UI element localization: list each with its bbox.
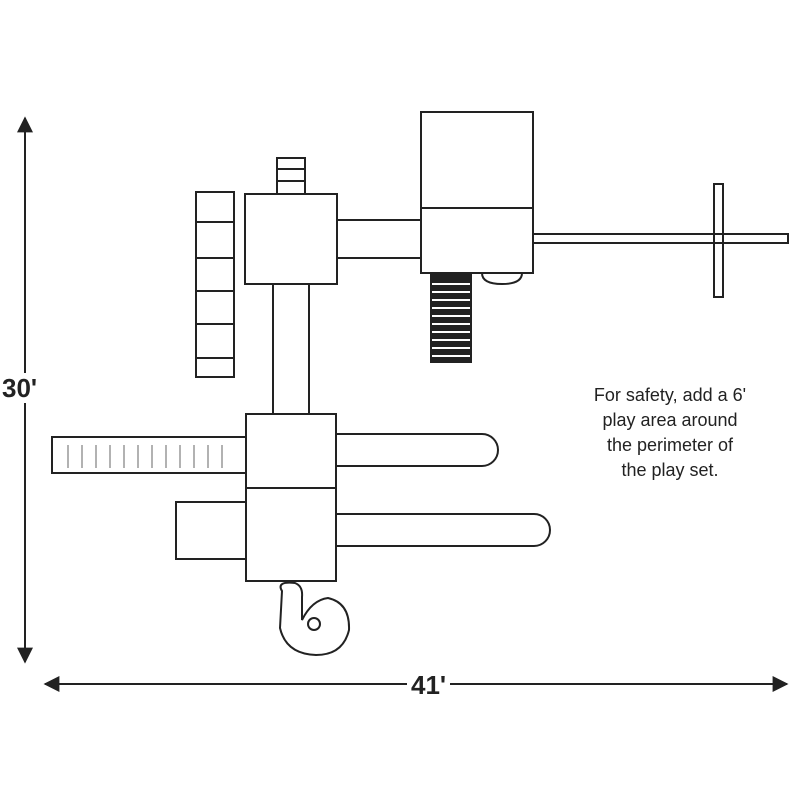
lower-tower-upper-deck (245, 413, 337, 489)
black-step-ladder (430, 273, 472, 363)
width-dimension-label: 41' (407, 670, 451, 700)
swing-beam (532, 233, 789, 244)
safety-note-line: For safety, add a 6' (593, 385, 747, 405)
vertical-bridge (272, 283, 310, 415)
small-ladder-top (276, 157, 306, 195)
wave-slide-upper (336, 433, 499, 467)
safety-note-line: the perimeter of (606, 435, 734, 455)
upper-right-tower-roof (420, 111, 534, 209)
safety-note: For safety, add a 6' play area around th… (570, 383, 770, 483)
climbing-ladder-vertical (195, 191, 235, 378)
upper-bridge (336, 219, 422, 259)
wave-slide-lower (336, 513, 551, 547)
upper-right-tower-bubble (481, 272, 523, 286)
upper-right-tower-deck (420, 207, 534, 274)
safety-note-line: play area around (602, 410, 738, 430)
lower-tower-lower-deck (245, 487, 337, 582)
tube-slide-exit (307, 617, 321, 631)
monkey-bar-rungs (67, 445, 223, 468)
height-dimension-label: 30' (2, 373, 38, 403)
upper-left-tower-deck (244, 193, 338, 285)
safety-note-line: the play set. (621, 460, 719, 480)
tube-slide (278, 581, 351, 657)
monkey-bars (51, 436, 247, 474)
swing-beam-leg (713, 183, 724, 298)
lower-platform (175, 501, 247, 560)
